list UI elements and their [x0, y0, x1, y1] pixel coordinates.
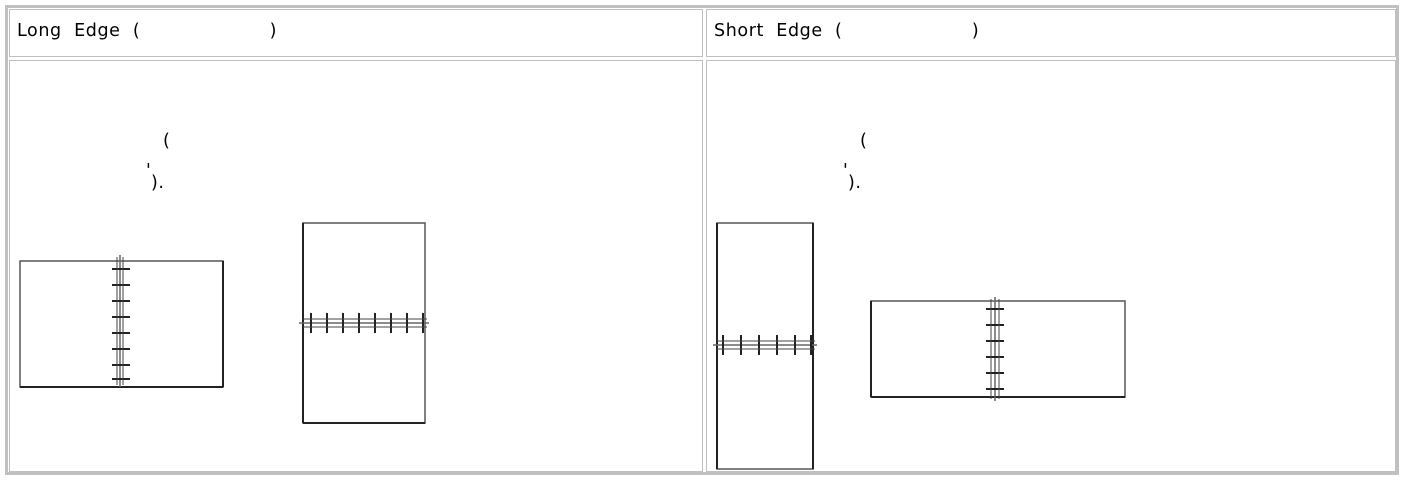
header-short-edge: Short Edge ( ): [706, 9, 1396, 57]
long-edge-landscape-book-figure: [19, 255, 224, 388]
long-edge-text-line2: ).: [151, 173, 165, 193]
long-edge-text-line2-mark: ': [146, 161, 152, 181]
header-long-edge: Long Edge ( ): [9, 9, 703, 57]
short-edge-text-line1: (: [860, 131, 868, 151]
body-short-edge: ( ' ).: [706, 60, 1396, 472]
long-edge-text-line1: (: [163, 131, 171, 151]
short-edge-text-line2: ).: [848, 173, 862, 193]
long-edge-portrait-flip-figure: [299, 222, 429, 424]
short-edge-portrait-flip-figure: [713, 222, 817, 470]
short-edge-landscape-book-figure: [870, 297, 1126, 401]
short-edge-text-line2-mark: ': [843, 161, 849, 181]
binding-options-table: Long Edge ( ) Short Edge ( ) ( ' ).: [5, 5, 1399, 475]
body-long-edge: ( ' ).: [9, 60, 703, 472]
